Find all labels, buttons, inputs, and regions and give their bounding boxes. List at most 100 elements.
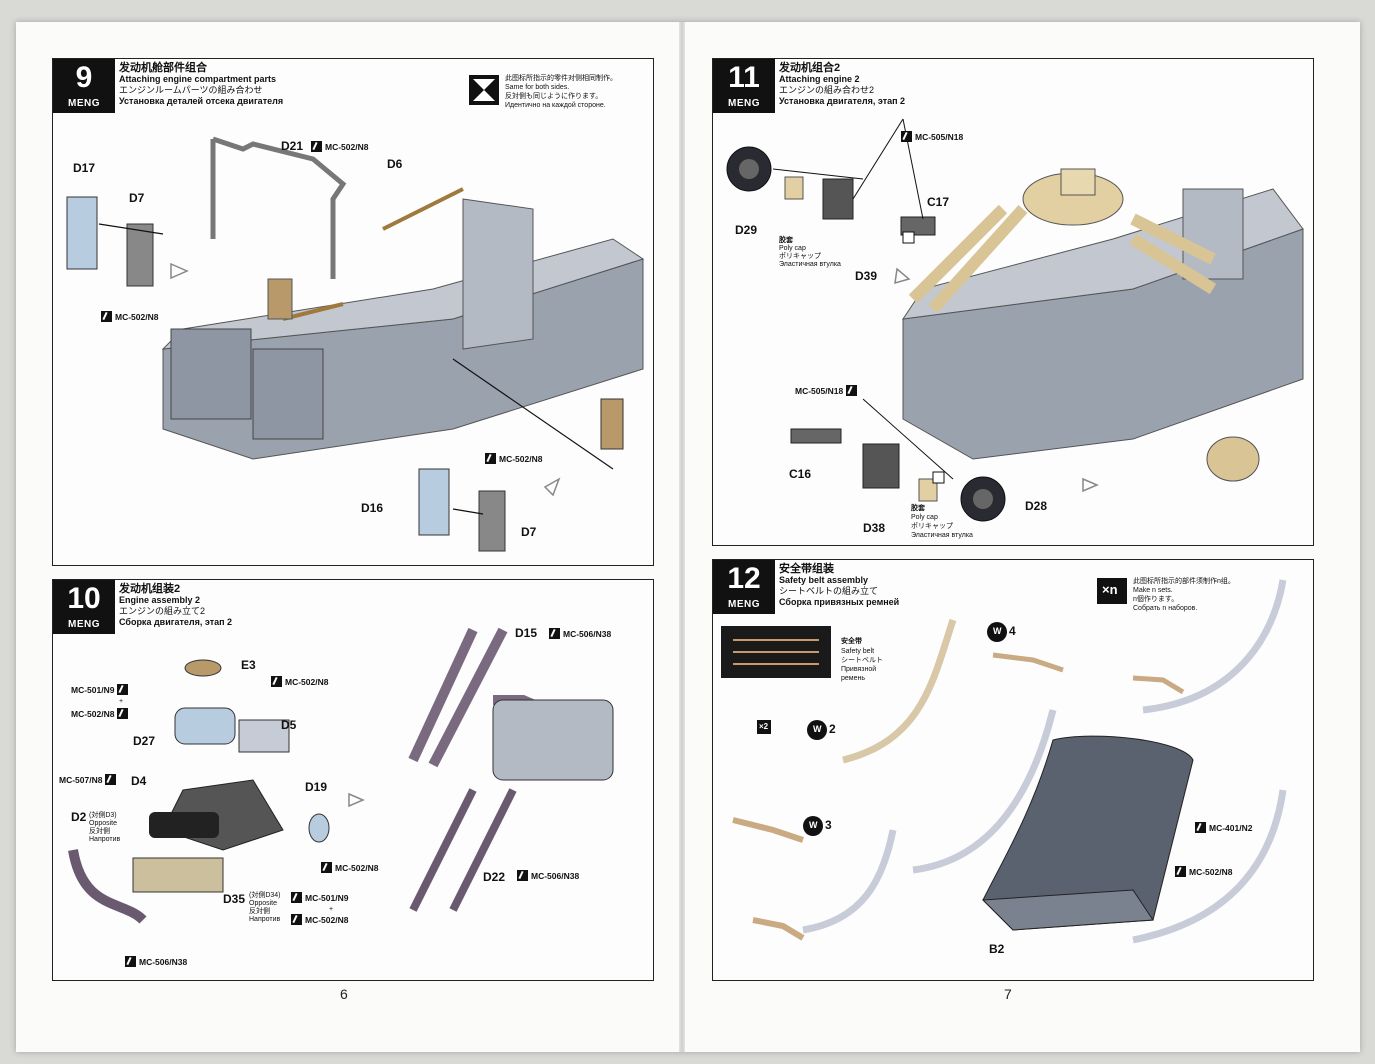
part-label: 2 [829,722,836,736]
title-ru: Сборка привязных ремней [779,597,900,607]
w-icon: W [813,724,822,734]
title-en: Safety belt assembly [779,575,869,585]
part-label: D7 [521,525,537,539]
note-ru: Идентично на каждой стороне. [505,102,606,109]
title-zh: 发动机舱部件组合 [119,62,207,74]
book-gutter [679,22,685,1052]
step-number-badge: 12 MENG [713,560,775,614]
paint-code: MC-502/N8 [271,676,328,687]
title-en: Attaching engine compartment parts [119,74,277,84]
polycap-ja: ポリキャップ [911,523,953,530]
title-ru: Установка двигателя, этап 2 [779,96,906,106]
part-note: Напротив [249,916,281,923]
step-11-panel: 11 MENG 发动机组合2 Attaching engine 2 エンジンの組… [712,58,1314,546]
note-ru: Собрать n наборов. [1133,605,1198,612]
paint-code: MC-502/N8 [1175,866,1232,877]
part-label: D38 [863,521,886,535]
knife-icon [549,628,560,639]
title-ru: Установка деталей отсека двигателя [119,96,284,106]
paint-code: MC-506/N38 [125,956,187,967]
knife-icon [846,385,858,396]
step-titles: 发动机舱部件组合 Attaching engine compartment pa… [119,63,283,107]
title-zh: 安全带组装 [779,563,834,575]
polycap-en: Poly cap [911,514,938,521]
part-label: D35 [223,892,246,906]
paint-code: MC-507/N8 [59,774,117,785]
paint-code: MC-502/N8 [291,914,348,925]
polycap-en: Poly cap [779,245,806,252]
title-ja: エンジンルームパーツの組み合わせ [119,85,263,95]
step-10-illustration [68,627,614,924]
part-note: (対側D3) [89,812,117,819]
step-number: 10 [67,582,101,615]
page-number-right: 7 [1004,986,1012,1002]
brand-logo: MENG [728,599,760,610]
knife-icon [271,676,282,687]
part-label: C17 [927,195,950,209]
w-icon: W [993,626,1002,636]
title-ja: エンジンの組み立て2 [119,606,206,616]
note-zh: 此图标所指示的零件对侧相同制作。 [505,75,617,82]
knife-icon [485,453,496,464]
note-en: Make n sets. [1133,587,1173,594]
belt-ru1: Привязной [841,666,877,673]
part-label: D5 [281,718,297,732]
step-titles: 发动机组装2 Engine assembly 2 エンジンの組み立て2 Сбор… [119,584,232,628]
part-label: D7 [129,191,145,205]
paint-code: MC-502/N8 [311,141,368,152]
brand-logo: MENG [68,619,100,630]
part-label: D21 [281,139,304,153]
part-label: 4 [1009,624,1016,638]
brand-logo: MENG [68,98,100,109]
x2-badge: ×2 [759,722,769,731]
part-note: 反対側 [89,828,110,835]
paint-code: MC-502/N8 [71,708,129,719]
part-label: D39 [855,269,878,283]
xn-badge: ×n [1102,582,1118,597]
step-12-panel: 12 MENG 安全带组装 Safety belt assembly シートベル… [712,559,1314,981]
part-label: C16 [789,467,812,481]
part-note: Opposite [89,820,118,827]
paint-code: MC-502/N8 [101,311,158,322]
paint-code: MC-506/N38 [549,628,611,639]
part-note: 反対側 [249,908,270,915]
part-note: Opposite [249,900,278,907]
step-number-badge: 10 MENG [53,580,115,634]
knife-icon [1175,866,1186,877]
part-label: D22 [483,870,506,884]
title-ru: Сборка двигателя, этап 2 [119,617,233,627]
step-number-badge: 11 MENG [713,59,775,113]
knife-icon [291,914,302,925]
knife-icon [117,708,129,719]
step-9-panel: 9 MENG 发动机舱部件组合 Attaching engine compart… [52,58,654,566]
part-label: D15 [515,626,538,640]
step-titles: 发动机组合2 Attaching engine 2 エンジンの組み合わせ2 Ус… [779,63,905,107]
paint-code: MC-506/N38 [517,870,579,881]
knife-icon [125,956,136,967]
step-number: 11 [728,61,760,94]
part-label: D16 [361,501,384,515]
knife-icon [901,131,912,142]
page-number-left: 6 [340,986,348,1002]
paint-code: MC-505/N18 [901,131,963,142]
plus-sign: + [329,906,334,913]
part-label: 3 [825,818,832,832]
plus-sign: + [119,698,124,705]
title-ja: シートベルトの組み立て [779,586,879,596]
part-label: D2 [71,810,87,824]
knife-icon [117,684,129,695]
title-zh: 发动机组合2 [779,62,841,74]
note-ja: 反対側も同じように作ります。 [505,93,603,100]
belt-ru2: ремень [841,675,866,682]
part-label: E3 [241,658,256,672]
step-12-illustration [721,578,1287,944]
step-number: 12 [727,562,761,595]
paint-code: MC-501/N9 [291,892,348,903]
knife-icon [101,311,112,322]
title-ja: エンジンの組み合わせ2 [779,85,875,95]
note-zh: 此图标所指示的部件须制作n组。 [1133,578,1235,585]
knife-icon [291,892,302,903]
part-note: (対側D34) [249,892,281,899]
paint-code: MC-401/N2 [1195,822,1252,833]
knife-icon [105,774,117,785]
